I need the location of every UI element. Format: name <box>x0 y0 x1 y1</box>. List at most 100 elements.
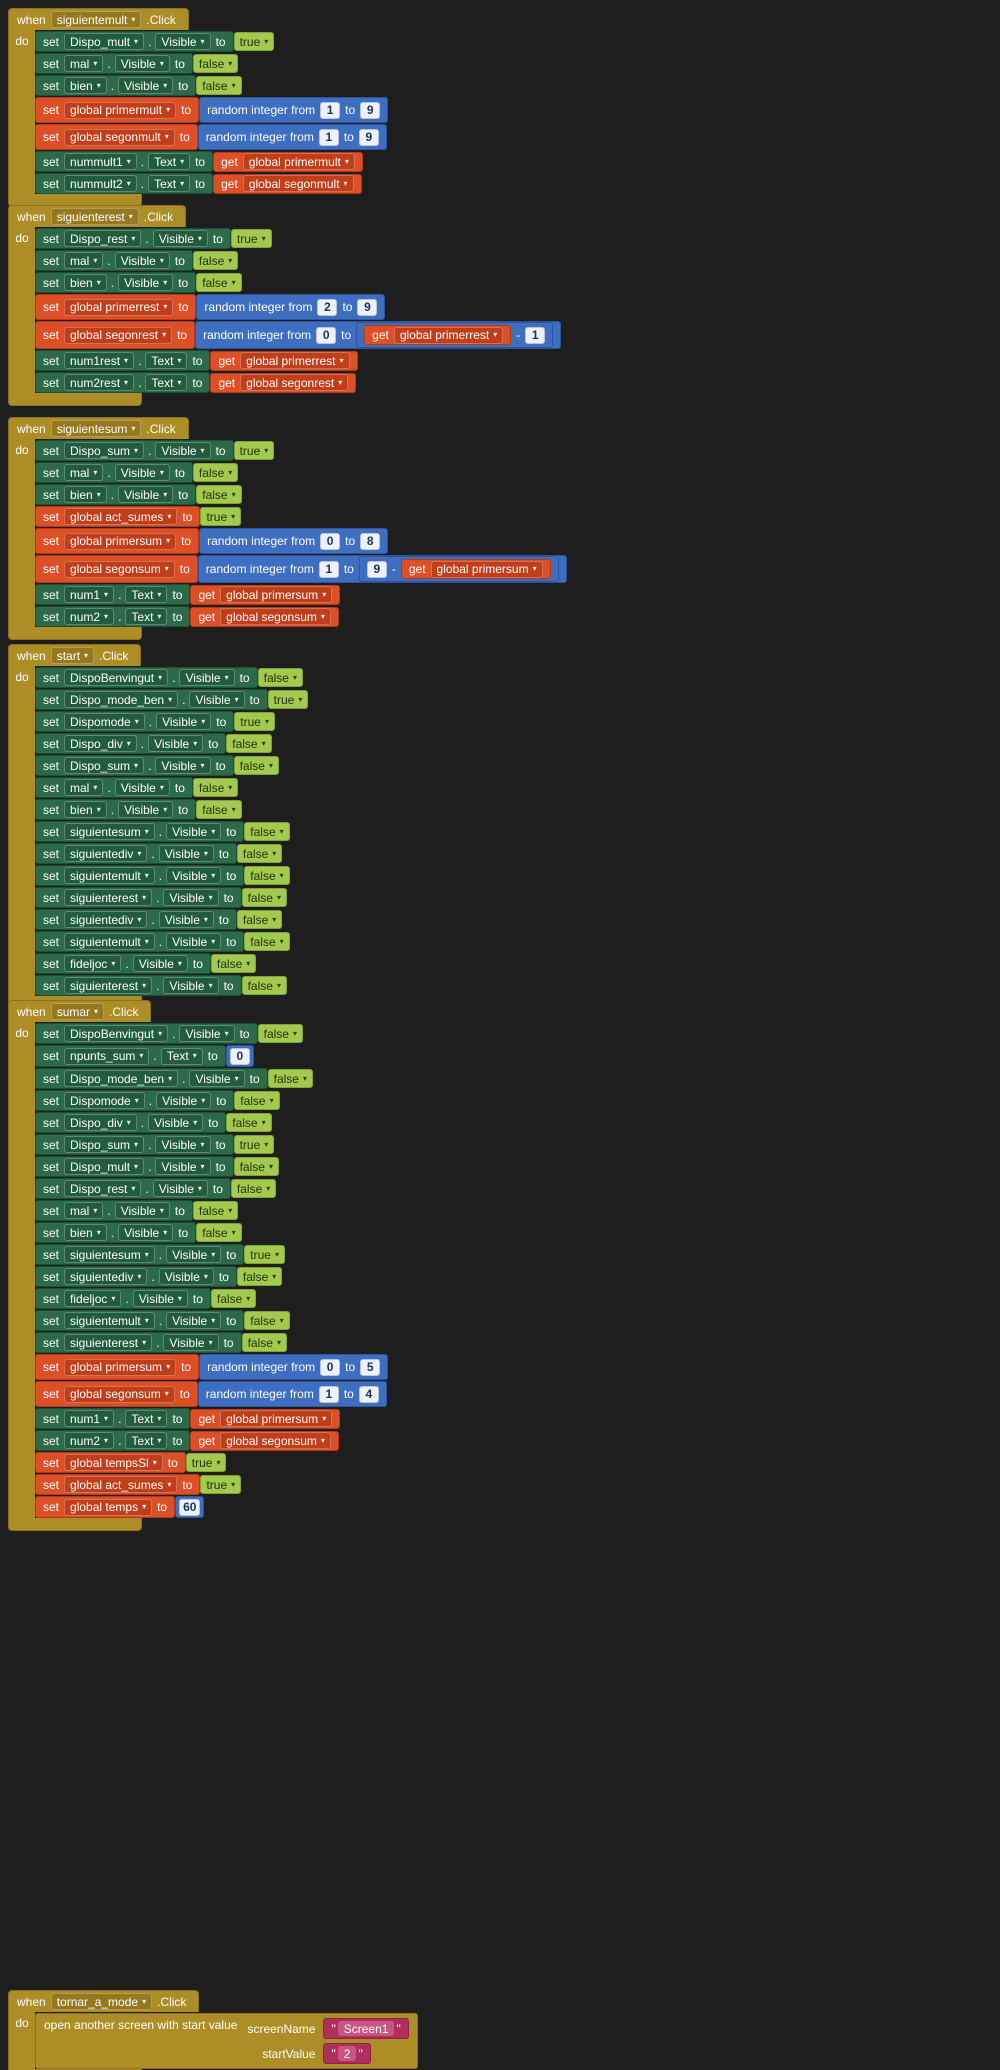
property-dropdown[interactable]: Text▾ <box>125 586 168 603</box>
component-dropdown[interactable]: num2▾ <box>64 608 115 625</box>
number-field[interactable]: 4 <box>358 1385 379 1403</box>
variable-dropdown[interactable]: global primerrest▾ <box>240 352 350 369</box>
property-dropdown[interactable]: Visible▾ <box>148 735 204 752</box>
property-dropdown[interactable]: Visible▾ <box>189 691 245 708</box>
event-component-dropdown[interactable]: siguienterest▾ <box>50 208 139 225</box>
logic-block[interactable]: false▾ <box>196 485 242 504</box>
variable-dropdown[interactable]: global primerrest▾ <box>64 298 174 316</box>
logic-block[interactable]: false▾ <box>267 1069 313 1088</box>
component-dropdown[interactable]: siguientemult▾ <box>64 867 155 884</box>
logic-block[interactable]: false▾ <box>244 866 290 885</box>
property-dropdown[interactable]: Visible▾ <box>155 1136 211 1153</box>
logic-block[interactable]: false▾ <box>233 756 279 775</box>
component-dropdown[interactable]: bien▾ <box>64 801 107 818</box>
logic-block[interactable]: false▾ <box>257 668 303 687</box>
property-dropdown[interactable]: Visible▾ <box>163 1334 219 1351</box>
number-field[interactable]: 9 <box>360 101 381 119</box>
property-dropdown[interactable]: Visible▾ <box>148 1114 204 1131</box>
property-dropdown[interactable]: Visible▾ <box>114 464 170 481</box>
variable-dropdown[interactable]: global primersum▾ <box>64 1358 177 1376</box>
number-field[interactable]: 9 <box>358 128 379 146</box>
component-dropdown[interactable]: num2rest▾ <box>64 374 135 391</box>
logic-block[interactable]: false▾ <box>241 976 287 995</box>
logic-block[interactable]: false▾ <box>244 932 290 951</box>
property-dropdown[interactable]: Visible▾ <box>163 889 219 906</box>
property-dropdown[interactable]: Visible▾ <box>155 757 211 774</box>
property-dropdown[interactable]: Visible▾ <box>114 779 170 796</box>
logic-block[interactable]: false▾ <box>226 734 272 753</box>
logic-block[interactable]: false▾ <box>234 1091 280 1110</box>
logic-block[interactable]: true▾ <box>230 229 272 248</box>
component-dropdown[interactable]: siguientesum▾ <box>64 823 155 840</box>
property-dropdown[interactable]: Text▾ <box>160 1047 203 1065</box>
property-dropdown[interactable]: Visible▾ <box>166 1246 222 1263</box>
property-dropdown[interactable]: Visible▾ <box>118 274 174 291</box>
logic-block[interactable]: false▾ <box>241 888 287 907</box>
property-dropdown[interactable]: Text▾ <box>145 352 188 369</box>
number-field[interactable]: 0 <box>320 532 341 550</box>
component-dropdown[interactable]: fideljoc▾ <box>64 955 122 972</box>
logic-block[interactable]: false▾ <box>196 800 242 819</box>
logic-block[interactable]: true▾ <box>267 690 309 709</box>
logic-block[interactable]: true▾ <box>244 1245 285 1264</box>
property-dropdown[interactable]: Text▾ <box>148 153 191 170</box>
property-dropdown[interactable]: Visible▾ <box>155 1158 211 1175</box>
component-dropdown[interactable]: Dispomode▾ <box>64 1092 145 1109</box>
logic-block[interactable]: false▾ <box>196 1223 242 1242</box>
property-dropdown[interactable]: Visible▾ <box>152 230 208 247</box>
variable-dropdown[interactable]: global segonrest▾ <box>64 326 173 344</box>
component-dropdown[interactable]: mal▾ <box>64 464 104 481</box>
variable-dropdown[interactable]: global primersum▾ <box>64 532 177 550</box>
component-dropdown[interactable]: mal▾ <box>64 779 104 796</box>
number-field[interactable]: 8 <box>360 532 381 550</box>
logic-block[interactable]: false▾ <box>230 1179 277 1198</box>
logic-block[interactable]: true▾ <box>233 1135 275 1154</box>
component-dropdown[interactable]: Dispo_mode_ben▾ <box>64 1070 179 1087</box>
component-dropdown[interactable]: Dispomode▾ <box>64 713 145 730</box>
